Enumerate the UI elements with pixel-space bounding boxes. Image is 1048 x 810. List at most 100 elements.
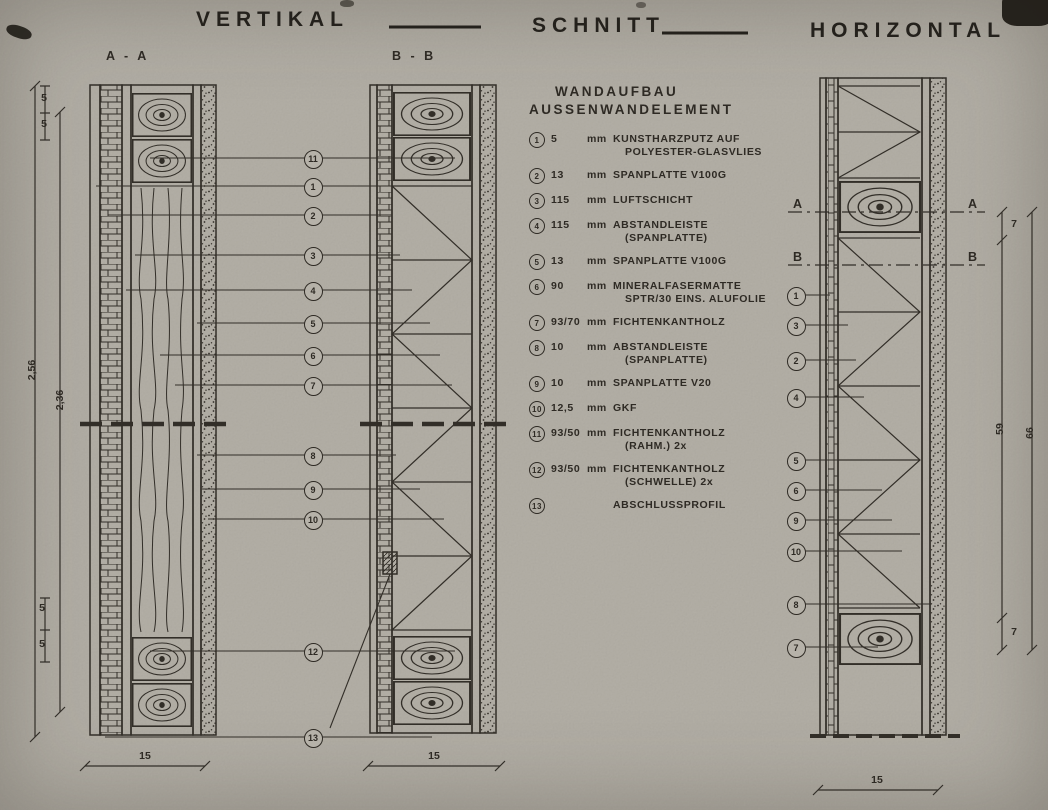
legend-desc-line1: ABSTANDLEISTE xyxy=(613,219,709,231)
legend-unit: mm xyxy=(587,316,607,328)
title-rules xyxy=(389,25,748,35)
legend-desc-line1: KUNSTHARZPUTZ AUF xyxy=(613,133,741,145)
legend-callout-number: 5 xyxy=(529,254,545,270)
legend-title-line2: AUSSENWANDELEMENT xyxy=(529,102,734,117)
legend-desc-line2: (SPANPLATTE) xyxy=(625,354,708,366)
legend-unit: mm xyxy=(587,341,607,353)
callout-circle: 8 xyxy=(786,595,806,615)
callout-circle: 4 xyxy=(303,281,323,301)
legend-callout-number: 8 xyxy=(529,340,545,356)
section-bb-label: B - B xyxy=(392,49,437,63)
legend-desc: SPANPLATTE V100G xyxy=(613,255,727,267)
callout-circle: 13 xyxy=(303,728,323,748)
dim-increment-bottom-2: 5 xyxy=(39,638,45,650)
legend-dim: 93/50 xyxy=(551,427,581,439)
legend-desc: FICHTENKANTHOLZ xyxy=(613,316,726,328)
callout-circle: 2 xyxy=(303,206,323,226)
legend-callout-number: 12 xyxy=(529,462,545,478)
legend-item: 8 10 mm ABSTANDLEISTE(SPANPLATTE) xyxy=(529,340,819,367)
legend-desc: ABSTANDLEISTE(SPANPLATTE) xyxy=(613,341,819,367)
dim-right-increment-top: 7 xyxy=(1011,218,1017,230)
legend-callout-number: 3 xyxy=(529,193,545,209)
callout-circle: 3 xyxy=(303,246,323,266)
callout-circle: 9 xyxy=(786,511,806,531)
dim-panel-width-hor: 15 xyxy=(871,774,883,786)
legend-unit: mm xyxy=(587,169,607,181)
callout-circle: 3 xyxy=(786,316,806,336)
title-schnitt: SCHNITT xyxy=(532,14,665,37)
dim-increment-bottom-1: 5 xyxy=(39,602,45,614)
callout-circle: 8 xyxy=(303,446,323,466)
scan-mark xyxy=(340,0,354,7)
legend-callout-number: 4 xyxy=(529,218,545,234)
legend-desc-line1: ABSTANDLEISTE xyxy=(613,341,709,353)
dimension-lines xyxy=(29,80,1038,796)
dim-left-total: 2,56 xyxy=(26,359,38,381)
legend-desc-line2: (RAHM.) 2x xyxy=(625,440,688,452)
legend-item: 4 115 mm ABSTANDLEISTE(SPANPLATTE) xyxy=(529,218,819,245)
legend-desc: LUFTSCHICHT xyxy=(613,194,694,206)
legend-dim: 10 xyxy=(551,377,564,389)
legend-dim: 93/70 xyxy=(551,316,581,328)
scan-mark xyxy=(636,2,646,8)
legend-unit: mm xyxy=(587,219,607,231)
callout-circle: 7 xyxy=(786,638,806,658)
legend-unit: mm xyxy=(587,255,607,267)
legend-desc: FICHTENKANTHOLZ(RAHM.) 2x xyxy=(613,427,819,453)
legend-dim: 10 xyxy=(551,341,564,353)
legend-title-line1: WANDAUFBAU xyxy=(555,84,679,99)
legend-unit: mm xyxy=(587,377,607,389)
legend-desc: SPANPLATTE V100G xyxy=(613,169,727,181)
legend-dim: 93/50 xyxy=(551,463,581,475)
legend-callout-number: 10 xyxy=(529,401,545,417)
callout-circle: 5 xyxy=(786,451,806,471)
dim-right-increment-bottom: 7 xyxy=(1011,626,1017,638)
callout-circle: 7 xyxy=(303,376,323,396)
legend-callout-number: 2 xyxy=(529,168,545,184)
legend-item: 2 13 mm SPANPLATTE V100G xyxy=(529,168,819,184)
legend-dim: 13 xyxy=(551,169,564,181)
legend-desc: ABSTANDLEISTE(SPANPLATTE) xyxy=(613,219,819,245)
legend-callout-number: 13 xyxy=(529,498,545,514)
legend-callout-number: 6 xyxy=(529,279,545,295)
callout-circle: 2 xyxy=(786,351,806,371)
scan-mark xyxy=(1002,0,1048,26)
callout-circle: 1 xyxy=(786,286,806,306)
legend-desc-line1: FICHTENKANTHOLZ xyxy=(613,463,726,475)
dim-right-inner: 59 xyxy=(994,423,1006,435)
callout-circle: 4 xyxy=(786,388,806,408)
title-vertikal: VERTIKAL xyxy=(196,8,349,31)
legend-dim: 115 xyxy=(551,194,570,206)
legend-unit: mm xyxy=(587,427,607,439)
legend-item: 12 93/50 mm FICHTENKANTHOLZ(SCHWELLE) 2x xyxy=(529,462,819,489)
legend-desc-line2: SPTR/30 EINS. ALUFOLIE xyxy=(625,293,767,305)
legend-callout-number: 1 xyxy=(529,132,545,148)
legend-desc-line1: MINERALFASERMATTE xyxy=(613,280,742,292)
dim-right-outer: 66 xyxy=(1024,427,1036,439)
dim-increment-top-1: 5 xyxy=(41,92,47,104)
legend-item: 13 ABSCHLUSSPROFIL xyxy=(529,498,819,514)
callout-circle: 10 xyxy=(303,510,323,530)
legend-item: 7 93/70 mm FICHTENKANTHOLZ xyxy=(529,315,819,331)
legend-unit: mm xyxy=(587,402,607,414)
section-horizontal-linework xyxy=(788,77,985,738)
legend-desc-line1: FICHTENKANTHOLZ xyxy=(613,427,726,439)
legend-unit: mm xyxy=(587,463,607,475)
callout-circle: 12 xyxy=(303,642,323,662)
legend-desc: SPANPLATTE V20 xyxy=(613,377,712,389)
legend-desc-line2: (SCHWELLE) 2x xyxy=(625,476,714,488)
cut-marker-a-right: A xyxy=(968,197,978,211)
legend-item: 5 13 mm SPANPLATTE V100G xyxy=(529,254,819,270)
legend-unit: mm xyxy=(587,133,607,145)
legend-dim: 13 xyxy=(551,255,564,267)
cut-marker-b-left: B xyxy=(793,250,803,264)
callout-circle: 6 xyxy=(303,346,323,366)
legend-callout-number: 11 xyxy=(529,426,545,442)
legend-desc: GKF xyxy=(613,402,637,414)
legend-desc: FICHTENKANTHOLZ(SCHWELLE) 2x xyxy=(613,463,819,489)
dim-panel-width-aa: 15 xyxy=(139,750,151,762)
callout-circle: 9 xyxy=(303,480,323,500)
